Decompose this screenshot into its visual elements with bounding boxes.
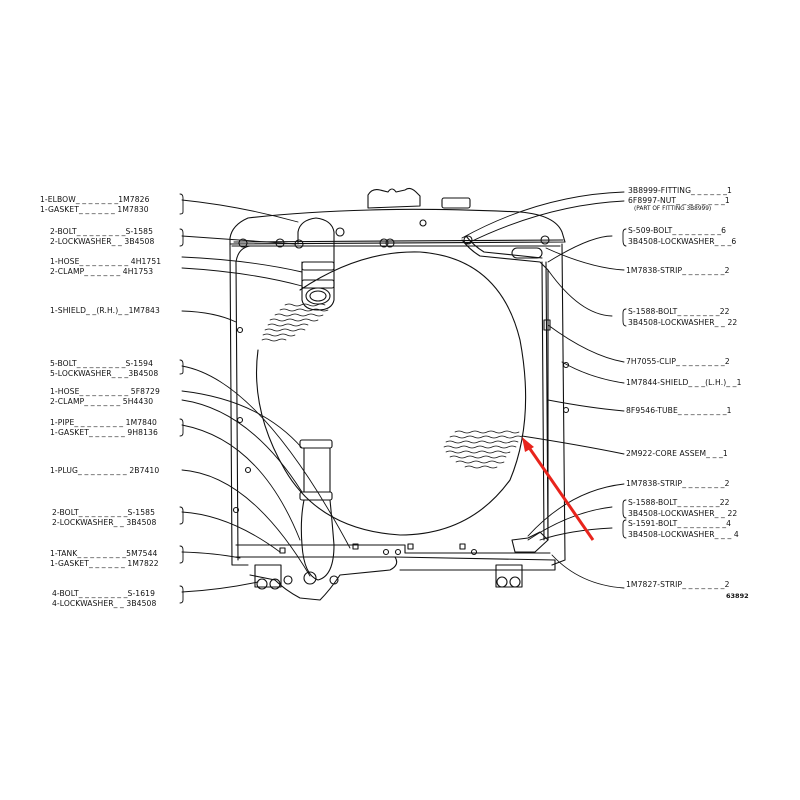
callout-bolt-4: 4-BOLT_ _ _ _ _ _ _ _S-1619 [52,589,156,598]
callout-clamp-bottom: 2-CLAMP_ _ _ _ _ _ 5H4430 [50,397,154,406]
callout-tube: 8F9546-TUBE_ _ _ _ _ _ _ _1 [626,406,732,415]
callout-lockwasher-top: 2-LOCKWASHER_ _ 3B4508 [50,237,155,246]
callout-fitting: 3B8999-FITTING_ _ _ _ _ _1 [628,186,732,195]
callout-bolt-22-top: S-1588-BOLT_ _ _ _ _ _ _22 [628,307,730,316]
callout-lockwasher-4-right: 3B4508-LOCKWASHER_ _ _ 4 [628,530,739,539]
callout-lockwasher-4: 4-LOCKWASHER_ _ 3B4508 [52,599,157,608]
highlight-arrow [522,437,595,541]
callout-lockwasher-bottom: 2-LOCKWASHER_ _ 3B4508 [52,518,157,527]
callout-bolt-bottom: 2-BOLT_ _ _ _ _ _ _ _S-1585 [52,508,156,517]
callout-hose-top: 1-HOSE_ _ _ _ _ _ _ _ 4H1751 [50,257,162,266]
overflow-tube [461,235,551,541]
bottom-tank [235,531,556,601]
core-fins-lower [443,430,523,469]
callout-brackets [179,193,627,604]
callout-gasket-top: 1-GASKET_ _ _ _ _ _ 1M7830 [40,205,149,214]
callout-hose-bottom: 1-HOSE_ _ _ _ _ _ _ _ 5F8729 [50,387,160,396]
callout-bolt-top: 2-BOLT_ _ _ _ _ _ _ _S-1585 [50,227,154,236]
callout-nut-note: (PART OF FITTING 3B8999) [634,206,712,212]
callout-gasket-tank: 1-GASKET_ _ _ _ _ _ 1M7822 [50,559,159,568]
callout-bolt-4-right: S-1591-BOLT_ _ _ _ _ _ _ _4 [628,519,732,528]
right-leader-lines [461,191,625,589]
callout-strip-mid: 1M7838-STRIP_ _ _ _ _ _ _2 [626,479,730,488]
core-opening [255,251,527,536]
callout-lockwasher-22-top: 3B4508-LOCKWASHER_ _ 22 [628,318,738,327]
upper-elbow-hose [297,217,345,311]
callout-lockwasher-22-bottom: 3B4508-LOCKWASHER_ _ 22 [628,509,738,518]
callout-plug: 1-PLUG_ _ _ _ _ _ _ _ 2B7410 [50,466,160,475]
callout-shield-lh: 1M7844-SHIELD_ _ _(L.H.)_ _1 [626,378,742,387]
callout-gasket-pipe: 1-GASKET_ _ _ _ _ _ 9H8136 [50,428,158,437]
callout-core-assem: 2M922-CORE ASSEM_ _ _1 [626,449,728,458]
callout-tank: 1-TANK_ _ _ _ _ _ _ _5M7544 [50,549,158,558]
callout-strip-top: 1M7838-STRIP_ _ _ _ _ _ _2 [626,266,730,275]
figure-number: 63892 [726,592,749,600]
callout-clip: 7H7055-CLIP_ _ _ _ _ _ _ _2 [626,357,730,366]
callout-lockwasher-5: 5-LOCKWASHER_ _ _3B4508 [50,369,159,378]
core-fins-upper [261,303,329,342]
callout-elbow: 1-ELBOW_ _ _ _ _ _ _1M7826 [40,195,150,204]
callout-bolt-5: 5-BOLT_ _ _ _ _ _ _ _S-1594 [50,359,154,368]
callout-lockwasher-6: 3B4508-LOCKWASHER_ _ _6 [628,237,737,246]
callout-strip-bottom: 1M7827-STRIP_ _ _ _ _ _ _2 [626,580,730,589]
callout-bolt-6: S-509-BOLT_ _ _ _ _ _ _ _6 [628,226,727,235]
callout-pipe: 1-PIPE_ _ _ _ _ _ _ _ 1M7840 [50,418,157,427]
callout-shield-rh: 1-SHIELD_ _(R.H.)_ _1M7843 [50,306,160,315]
callout-clamp-top: 2-CLAMP_ _ _ _ _ _ 4H1753 [50,267,154,276]
left-leader-lines [181,199,351,593]
callout-nut: 6F8997-NUT_ _ _ _ _ _ _ _1 [628,196,730,205]
frame [229,235,570,566]
lower-hose-pipe [299,439,335,585]
callout-bolt-22-bottom: S-1588-BOLT_ _ _ _ _ _ _22 [628,498,730,507]
